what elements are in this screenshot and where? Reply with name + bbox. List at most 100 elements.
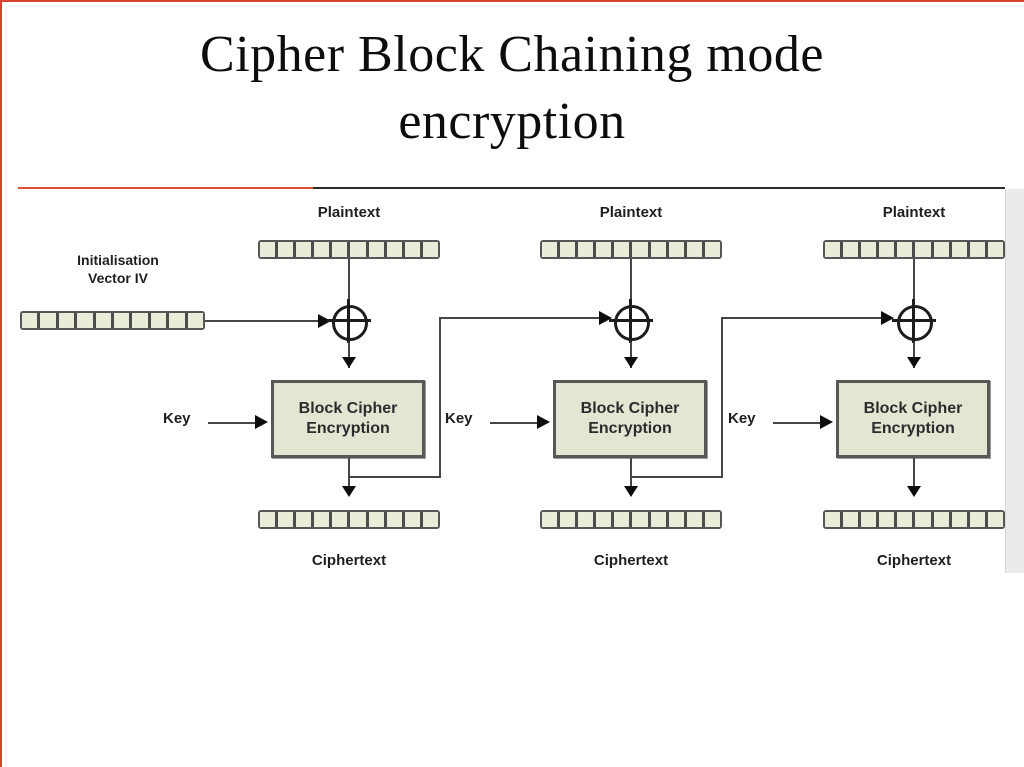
block-cipher-encryption-box: Block Cipher Encryption: [553, 380, 707, 458]
arrowhead-down-icon: [907, 486, 921, 497]
xor-plus-vertical: [347, 299, 350, 343]
block-cipher-encryption-box: Block Cipher Encryption: [271, 380, 425, 458]
arrowhead-right-icon: [599, 311, 612, 325]
block-cell: [686, 512, 705, 527]
block-cell: [596, 242, 615, 257]
arrowhead-right-icon: [820, 415, 833, 429]
block-cell: [704, 512, 720, 527]
key-to-box-line: [208, 422, 257, 424]
box-output-line: [630, 458, 632, 486]
ciphertext-label: Ciphertext: [876, 552, 952, 569]
plaintext-to-xor-line: [913, 259, 915, 305]
box-label-line2: Encryption: [306, 420, 390, 437]
block-cell: [542, 512, 561, 527]
iv-label-line2: Vector IV: [88, 269, 148, 286]
block-cipher-encryption-box: Block Cipher Encryption: [836, 380, 990, 458]
block-cell: [386, 242, 405, 257]
box-label-line1: Block Cipher: [298, 400, 398, 417]
block-cell: [578, 242, 597, 257]
key-label: Key: [163, 410, 191, 427]
arrowhead-right-icon: [881, 311, 894, 325]
block-cell: [296, 242, 315, 257]
block-cell: [933, 512, 952, 527]
block-cell: [404, 242, 423, 257]
plaintext-block: [540, 240, 722, 259]
block-cell: [668, 242, 687, 257]
block-cell: [350, 242, 369, 257]
box-label-line1: Block Cipher: [580, 400, 680, 417]
block-cell: [897, 242, 916, 257]
arrowhead-right-icon: [318, 314, 331, 328]
feedback-branch-line: [348, 476, 441, 478]
block-cell: [350, 512, 369, 527]
block-cell: [650, 242, 669, 257]
iv-label: Initialisation Vector IV: [46, 252, 190, 287]
key-to-box-line: [773, 422, 822, 424]
arrowhead-down-icon: [907, 357, 921, 368]
block-cell: [969, 512, 988, 527]
block-cell: [58, 313, 78, 328]
box-output-line: [348, 458, 350, 486]
plaintext-label: Plaintext: [317, 204, 381, 221]
plaintext-label: Plaintext: [882, 204, 946, 221]
xor-to-box-line: [348, 342, 350, 368]
block-cell: [278, 512, 297, 527]
ciphertext-block: [258, 510, 440, 529]
block-cell: [169, 313, 188, 328]
feedback-up-line: [721, 317, 723, 478]
block-cell: [578, 512, 597, 527]
slide-top-accent-border: [0, 0, 1024, 2]
block-cell: [879, 242, 898, 257]
block-cell: [915, 242, 934, 257]
xor-icon: [332, 305, 368, 341]
plaintext-to-xor-line: [630, 259, 632, 305]
arrowhead-right-icon: [537, 415, 550, 429]
iv-label-line1: Initialisation: [77, 252, 159, 268]
block-cell: [132, 313, 151, 328]
iv-to-xor-line: [205, 320, 318, 322]
xor-plus-vertical: [629, 299, 632, 343]
slide-title: Cipher Block Chaining mode encryption: [0, 22, 1024, 155]
cbc-stage-2: Plaintext Key Block Cipher Encryption Ci…: [445, 190, 894, 580]
plaintext-block: [823, 240, 1005, 259]
block-cell: [915, 512, 934, 527]
plaintext-label: Plaintext: [599, 204, 663, 221]
block-cell: [40, 313, 59, 328]
block-cell: [843, 242, 862, 257]
block-cell: [861, 242, 880, 257]
block-cell: [187, 313, 204, 328]
block-cell: [879, 512, 898, 527]
title-divider-accent-segment: [18, 187, 313, 189]
block-cell: [422, 242, 438, 257]
block-cell: [614, 512, 633, 527]
block-cell: [987, 512, 1003, 527]
title-divider-dark-segment: [313, 187, 1005, 189]
arrowhead-down-icon: [342, 486, 356, 497]
key-label: Key: [728, 410, 756, 427]
block-cell: [933, 242, 952, 257]
block-cell: [650, 512, 669, 527]
ciphertext-block: [823, 510, 1005, 529]
block-cell: [314, 512, 333, 527]
ciphertext-label: Ciphertext: [593, 552, 669, 569]
block-cell: [278, 242, 297, 257]
arrowhead-down-icon: [624, 357, 638, 368]
cbc-stage-3: Plaintext Key Block Cipher Encryption Ci…: [728, 190, 1005, 580]
block-cell: [987, 242, 1003, 257]
plaintext-block: [258, 240, 440, 259]
block-cell: [296, 512, 315, 527]
block-cell: [314, 242, 333, 257]
block-cell: [632, 242, 651, 257]
ciphertext-label: Ciphertext: [311, 552, 387, 569]
block-cell: [114, 313, 133, 328]
block-cell: [422, 512, 438, 527]
diagram-right-margin: [1005, 189, 1024, 573]
block-cell: [596, 512, 615, 527]
block-cell: [614, 242, 633, 257]
feedback-branch-line: [630, 476, 723, 478]
arrowhead-down-icon: [624, 486, 638, 497]
block-cell: [668, 512, 687, 527]
block-cell: [560, 242, 579, 257]
block-cell: [150, 313, 170, 328]
block-cell: [95, 313, 115, 328]
